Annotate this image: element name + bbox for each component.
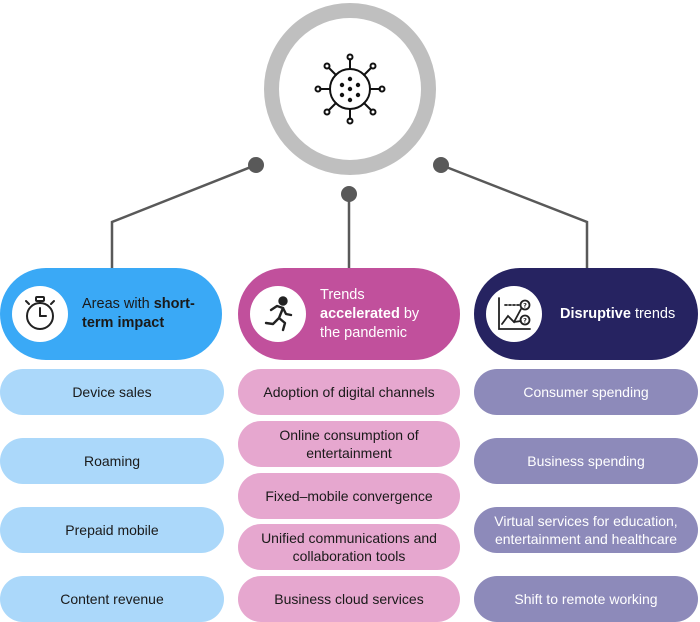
virus-icon bbox=[314, 53, 386, 125]
connector-dot-left bbox=[248, 157, 264, 173]
header-label: Disruptive trends bbox=[560, 305, 676, 322]
list-item-right: Virtual services for education, entertai… bbox=[474, 507, 698, 553]
list-item-middle: Fixed–mobile convergence bbox=[238, 473, 460, 519]
header-disruptive-trends: ? ? Disruptive trends bbox=[474, 268, 698, 360]
connector-dot-right bbox=[433, 157, 449, 173]
list-item-middle: Business cloud services bbox=[238, 576, 460, 622]
stopwatch-icon bbox=[12, 286, 68, 342]
list-item-left: Content revenue bbox=[0, 576, 224, 622]
virus-ring bbox=[264, 3, 436, 175]
list-item-left: Roaming bbox=[0, 438, 224, 484]
connector-right bbox=[440, 163, 589, 268]
list-item-right: Business spending bbox=[474, 438, 698, 484]
header-label: Trends accelerated by the pandemic bbox=[320, 286, 420, 341]
list-item-left: Device sales bbox=[0, 369, 224, 415]
list-item-right: Shift to remote working bbox=[474, 576, 698, 622]
header-short-term-impact: Areas with short-term impact bbox=[0, 268, 222, 360]
header-label: Areas with short-term impact bbox=[82, 296, 195, 331]
svg-text:?: ? bbox=[523, 302, 527, 310]
connector-left bbox=[110, 163, 257, 268]
svg-text:?: ? bbox=[523, 317, 527, 325]
connector-dot-middle bbox=[341, 186, 357, 202]
header-accelerated-trends: Trends accelerated by the pandemic bbox=[238, 268, 460, 360]
running-person-icon bbox=[250, 286, 306, 342]
list-item-middle: Unified communications and collaboration… bbox=[238, 524, 460, 570]
list-item-middle: Adoption of digital channels bbox=[238, 369, 460, 415]
trend-chart-question-icon: ? ? bbox=[486, 286, 542, 342]
list-item-right: Consumer spending bbox=[474, 369, 698, 415]
list-item-left: Prepaid mobile bbox=[0, 507, 224, 553]
list-item-middle: Online consumption of entertainment bbox=[238, 421, 460, 467]
